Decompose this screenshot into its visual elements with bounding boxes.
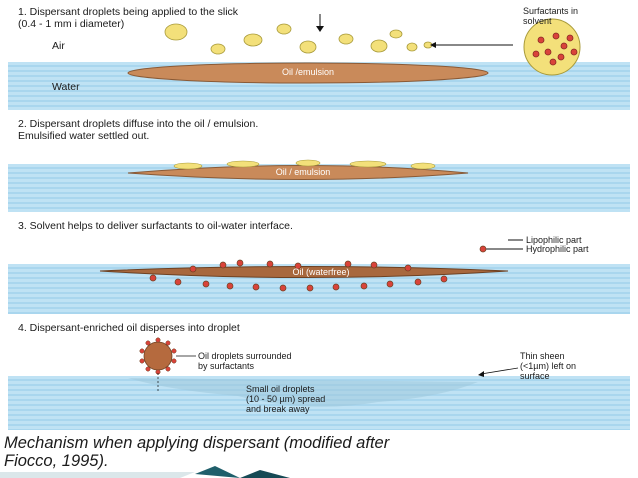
air-label: Air	[52, 40, 65, 52]
surfactant-callout	[523, 18, 581, 76]
panel-3-illustration	[99, 239, 523, 292]
oil-label-2: Oil / emulsion	[275, 167, 331, 177]
surfactant-callout-label: Surfactants in solvent	[523, 6, 579, 26]
small-droplets-label: Small oil droplets (10 - 50 µm) spread a…	[246, 384, 326, 414]
surfactant-molecules	[149, 259, 448, 292]
panel-step-1: 1. Dispersant droplets being applied to …	[8, 2, 630, 110]
dispersed-oil-cloud	[128, 378, 478, 407]
dispersant-droplets	[164, 23, 433, 55]
legend-hydrophilic: Hydrophilic part	[526, 244, 589, 254]
surfactant-coated-droplet	[143, 341, 173, 371]
oil-label-1: Oil /emulsion	[281, 67, 335, 77]
step-4-text: 4. Dispersant-enriched oil disperses int…	[18, 322, 240, 334]
droplet-label: Oil droplets surrounded by surfactants	[198, 351, 292, 371]
legend-lipophilic: Lipophilic part	[526, 235, 582, 245]
step-1-text: 1. Dispersant droplets being applied to …	[18, 6, 239, 30]
figure-caption: Mechanism when applying dispersant (modi…	[4, 434, 390, 470]
panel-step-2: 2. Dispersant droplets diffuse into the …	[8, 114, 630, 212]
panel-4-illustration	[128, 337, 519, 407]
panel-step-4: 4. Dispersant-enriched oil disperses int…	[8, 318, 630, 430]
step-2-text: 2. Dispersant droplets diffuse into the …	[18, 118, 259, 142]
panel-2-illustration	[127, 159, 469, 180]
sheen-label: Thin sheen (<1µm) left on surface	[520, 351, 576, 381]
step-3-text: 3. Solvent helps to deliver surfactants …	[18, 220, 293, 232]
oil-label-3: Oil (waterfree)	[292, 267, 350, 277]
panel-1-illustration	[127, 14, 581, 84]
oil-slick	[127, 62, 489, 84]
water-label: Water	[52, 81, 80, 93]
panel-step-3: 3. Solvent helps to deliver surfactants …	[8, 216, 630, 314]
